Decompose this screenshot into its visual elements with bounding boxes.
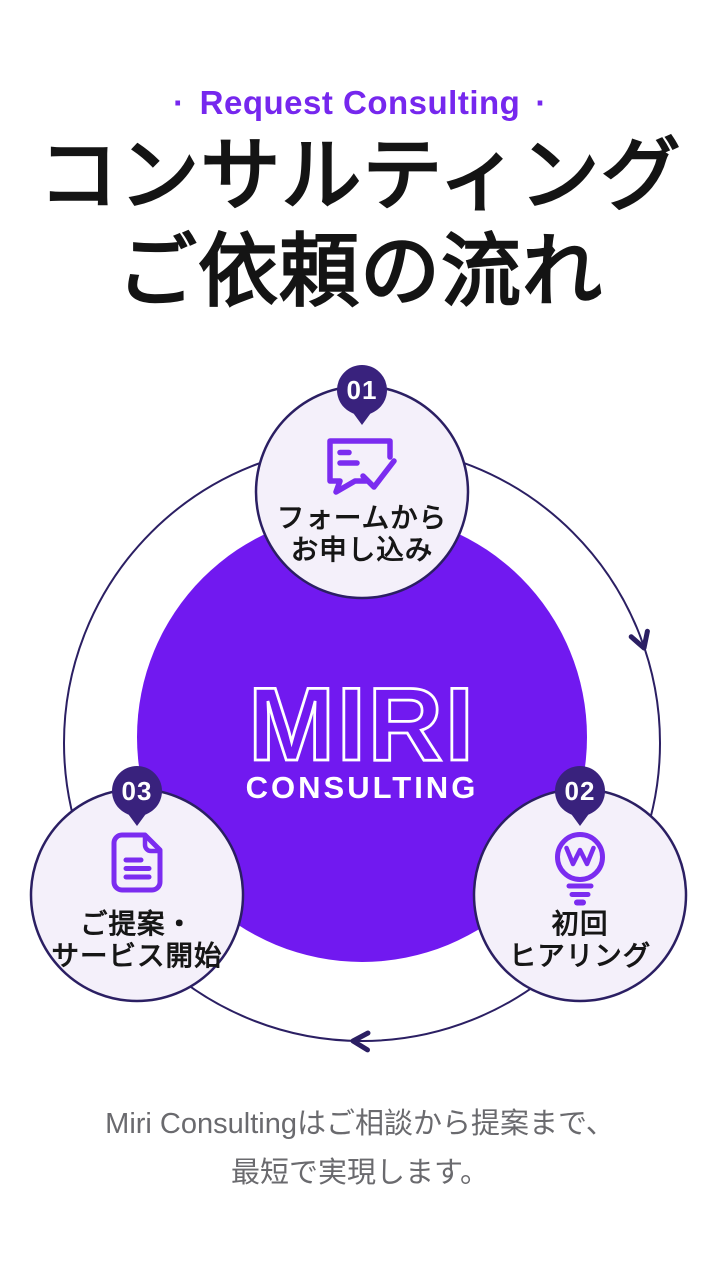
- brand-name: MIRI: [248, 667, 476, 783]
- title-line-2: ご依頼の流れ: [117, 227, 603, 316]
- step-3-number: 03: [122, 776, 153, 806]
- step-2-badge-circle: [555, 766, 605, 816]
- step-2-badge: 02: [555, 766, 605, 826]
- step-3-label-line-2: サービス開始: [52, 940, 223, 971]
- eyebrow: · Request Consulting ·: [0, 84, 720, 122]
- step-3-badge-circle: [112, 766, 162, 816]
- step-1: 01 フォームから お申し込み: [254, 365, 470, 600]
- eyebrow-right-dot: ·: [535, 84, 547, 121]
- clockwise-arrow-bottom-icon: [350, 1030, 371, 1053]
- eyebrow-label: Request Consulting: [199, 84, 521, 121]
- document-icon: [111, 832, 163, 893]
- step-2-label-line-2: ヒアリング: [509, 940, 652, 971]
- step-1-badge-circle: [337, 365, 387, 415]
- clockwise-arrow-right-icon: [628, 628, 650, 651]
- brand-circle: [137, 512, 587, 962]
- step-2-label-line-1: 初回: [552, 908, 609, 939]
- caption: Miri Consultingはご相談から提案まで、 最短で実現します。: [0, 1100, 720, 1198]
- step-1-label-line-1: フォームから: [277, 502, 447, 533]
- flow-diagram: MIRI CONSULTING 01 フォームから お申し込み: [29, 365, 688, 1053]
- page-title: コンサルティング ご依頼の流れ: [0, 128, 720, 320]
- step-1-number: 01: [347, 375, 378, 405]
- step-3-label-line-1: ご提案・: [80, 908, 194, 939]
- step-2: 02 初回 ヒアリング: [472, 766, 688, 1003]
- eyebrow-left-dot: ·: [173, 84, 185, 121]
- caption-line-2: 最短で実現します。: [230, 1157, 490, 1189]
- caption-line-1: Miri Consultingはご相談から提案まで、: [105, 1108, 615, 1140]
- step-3: 03 ご提案・ サービス開始: [29, 766, 245, 1003]
- chat-check-icon: [327, 438, 397, 495]
- brand-subtitle: CONSULTING: [246, 770, 479, 805]
- title-line-1: コンサルティング: [38, 131, 682, 220]
- step-2-number: 02: [565, 776, 596, 806]
- lightbulb-icon: [555, 832, 605, 906]
- step-1-label-line-2: お申し込み: [291, 534, 434, 565]
- step-1-badge: 01: [337, 365, 387, 425]
- step-3-badge: 03: [112, 766, 162, 826]
